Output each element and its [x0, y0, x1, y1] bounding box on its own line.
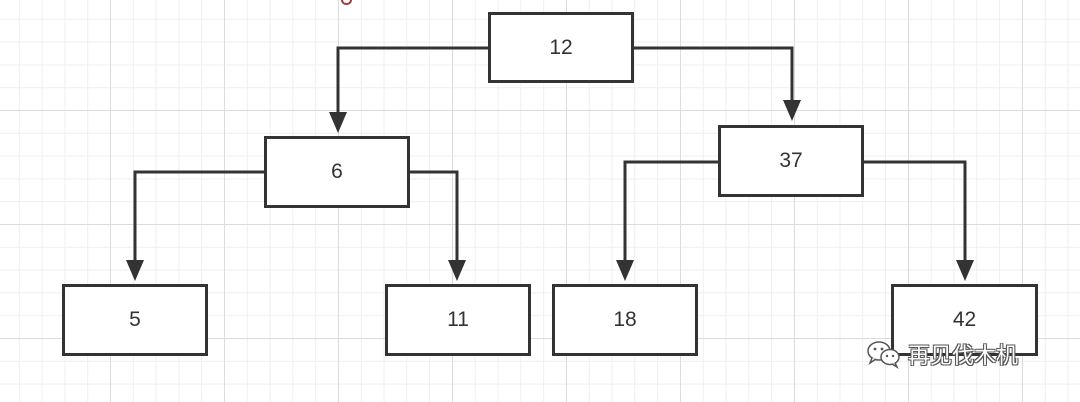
edge-37-18 — [623, 160, 719, 264]
arrow-6-5 — [126, 260, 144, 281]
edge-37-42 — [863, 160, 967, 264]
node-root[interactable]: 12 — [488, 12, 634, 83]
arrow-root-left — [329, 112, 347, 133]
arrow-37-42 — [956, 260, 974, 281]
edge-6-5 — [133, 170, 265, 264]
node-right-right[interactable]: 42 — [891, 284, 1038, 356]
edge-root-left — [336, 46, 488, 116]
edge-root-right — [633, 46, 794, 104]
watermark-text: 再见伐木机 — [908, 344, 1019, 369]
node-left-right[interactable]: 11 — [385, 284, 531, 356]
wechat-logo-icon — [867, 341, 900, 369]
watermark: 再见伐木机 — [866, 338, 1018, 370]
node-left-left[interactable]: 5 — [62, 284, 208, 356]
arrow-6-11 — [448, 260, 466, 281]
node-right[interactable]: 37 — [718, 125, 864, 197]
arrow-37-18 — [616, 260, 634, 281]
arrow-root-right — [783, 100, 801, 121]
red-mark-fragment — [341, 0, 352, 5]
node-right-left[interactable]: 18 — [552, 284, 698, 356]
node-left[interactable]: 6 — [264, 136, 410, 208]
edge-6-11 — [409, 170, 459, 264]
